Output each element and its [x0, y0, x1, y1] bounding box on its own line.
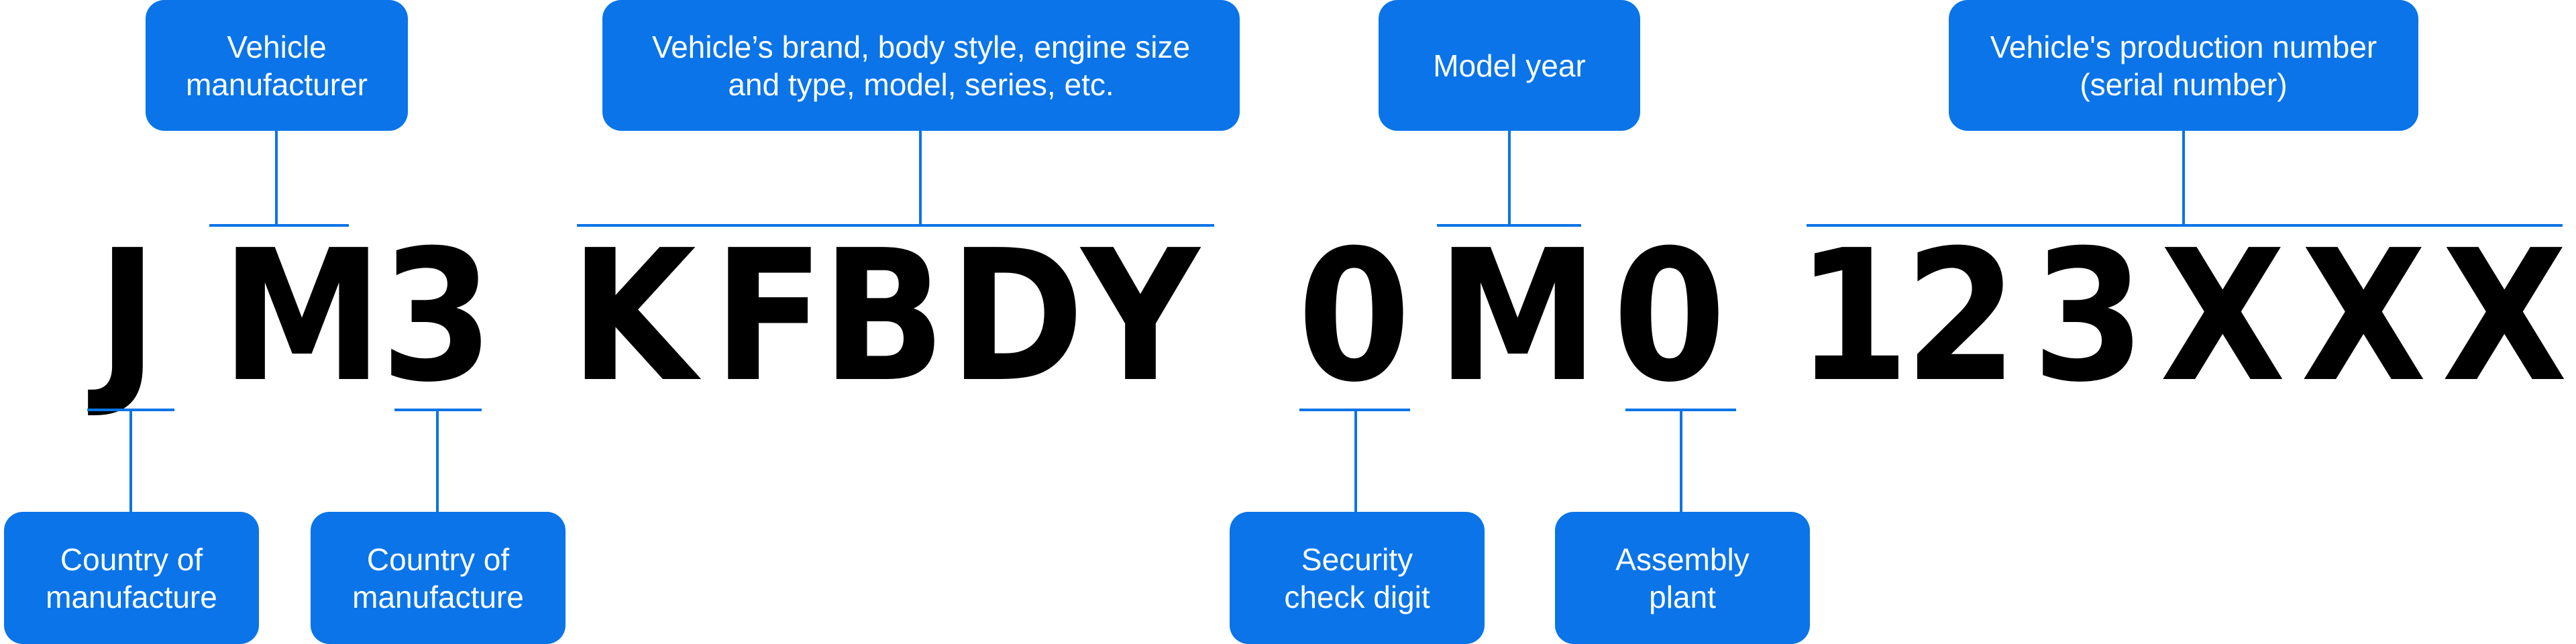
label-security-check-digit: Security check digit [1230, 512, 1485, 644]
connector-vertical [1680, 410, 1682, 512]
label-line: plant [1649, 579, 1716, 614]
connector-vertical [919, 131, 922, 225]
label-vehicle-descriptor: Vehicle’s brand, body style, engine size… [602, 0, 1240, 131]
vin-char-8: Y [1081, 211, 1199, 422]
vin-char-4: K [570, 211, 696, 422]
vin-char-13: 2 [1904, 211, 2018, 422]
vin-char-17: X [2441, 211, 2568, 422]
label-line: Assembly [1615, 541, 1750, 577]
connector-vertical [275, 131, 278, 225]
connector-vertical [1354, 410, 1357, 512]
vin-char-16: X [2300, 211, 2427, 422]
vin-char-7: D [949, 211, 1085, 422]
vin-char-5: F [713, 211, 825, 422]
label-line: (serial number) [2080, 66, 2288, 102]
label-line: Country of [60, 541, 203, 577]
vin-char-12: 1 [1796, 211, 1910, 422]
label-line: check digit [1284, 579, 1430, 614]
bracket-vehicle-descriptor [577, 224, 1214, 227]
connector-vertical [129, 410, 132, 512]
vin-char-9: 0 [1297, 211, 1411, 422]
label-production-number: Vehicle's production number (serial numb… [1949, 0, 2418, 131]
label-line: Security [1301, 541, 1413, 577]
label-line: manufacturer [185, 66, 368, 102]
label-line: Vehicle’s brand, body style, engine size [651, 29, 1191, 64]
label-model-year: Model year [1379, 0, 1640, 131]
bracket-production-number [1807, 224, 2563, 227]
label-line: Model year [1433, 48, 1586, 83]
connector-vertical [1508, 131, 1511, 225]
label-line: manufacture [352, 579, 524, 614]
label-country-of-manufacture-1: Country of manufacture [4, 512, 259, 644]
vin-char-6: B [821, 211, 946, 422]
bracket-vehicle-manufacturer [209, 224, 349, 227]
vin-char-15: X [2159, 211, 2286, 422]
label-vehicle-manufacturer: Vehicle manufacturer [146, 0, 408, 131]
label-line: and type, model, series, etc. [728, 66, 1114, 102]
label-assembly-plant: Assembly plant [1555, 512, 1810, 644]
label-line: Vehicle's production number [1990, 29, 2377, 64]
vin-char-11: 0 [1613, 211, 1727, 422]
vin-char-14: 3 [2032, 211, 2146, 422]
connector-vertical [436, 410, 439, 512]
label-line: Vehicle [227, 29, 327, 64]
bracket-model-year [1437, 224, 1581, 227]
label-country-of-manufacture-2: Country of manufacture [311, 512, 566, 644]
label-line: Country of [366, 541, 510, 577]
connector-vertical [2182, 131, 2185, 225]
label-line: manufacture [46, 579, 217, 614]
vin-char-2: M [221, 211, 384, 422]
vin-char-1: J [97, 211, 158, 422]
vin-char-3: 3 [380, 211, 494, 422]
vin-char-10: M [1436, 211, 1599, 422]
